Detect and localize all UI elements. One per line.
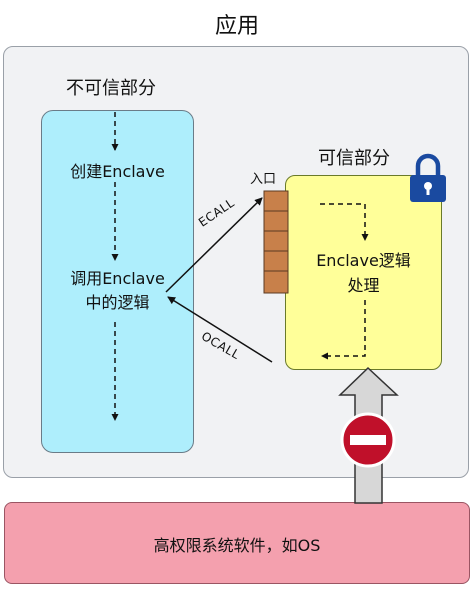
- enclave-logic-line1: Enclave逻辑: [316, 251, 411, 270]
- trusted-dashed-arrow-in: [320, 203, 369, 241]
- entry-port-4: [263, 250, 289, 272]
- enclave-logic-line2: 处理: [347, 276, 380, 295]
- untrusted-part-label: 不可信部分: [66, 78, 156, 99]
- trusted-part-box: [285, 175, 442, 370]
- call-enclave-step: 调用Enclave 中的逻辑: [41, 267, 194, 315]
- os-box: [4, 502, 470, 584]
- entry-port-5: [263, 270, 289, 294]
- entry-ports: [263, 190, 289, 294]
- trusted-part-label: 可信部分: [318, 148, 390, 169]
- ocall-arrow: [167, 296, 273, 363]
- entry-port-2: [263, 210, 289, 232]
- entry-port-1: [263, 190, 289, 212]
- app-title: 应用: [214, 14, 259, 39]
- enclave-logic-step: Enclave逻辑 处理: [285, 248, 442, 298]
- call-enclave-line2: 中的逻辑: [85, 293, 150, 312]
- entry-port-3: [263, 230, 289, 252]
- trusted-dashed-arrow-out: [321, 300, 366, 360]
- untrusted-part-box: [41, 110, 194, 453]
- create-enclave-step: 创建Enclave: [70, 162, 165, 181]
- no-entry-icon: [340, 412, 396, 468]
- trusted-flow-arrows: [320, 203, 369, 360]
- call-enclave-line1: 调用Enclave: [70, 269, 165, 288]
- ecall-arrow: [165, 197, 263, 293]
- os-label: 高权限系统软件，如OS: [153, 536, 321, 555]
- lock-icon: [410, 153, 446, 202]
- entry-label: 入口: [250, 172, 277, 187]
